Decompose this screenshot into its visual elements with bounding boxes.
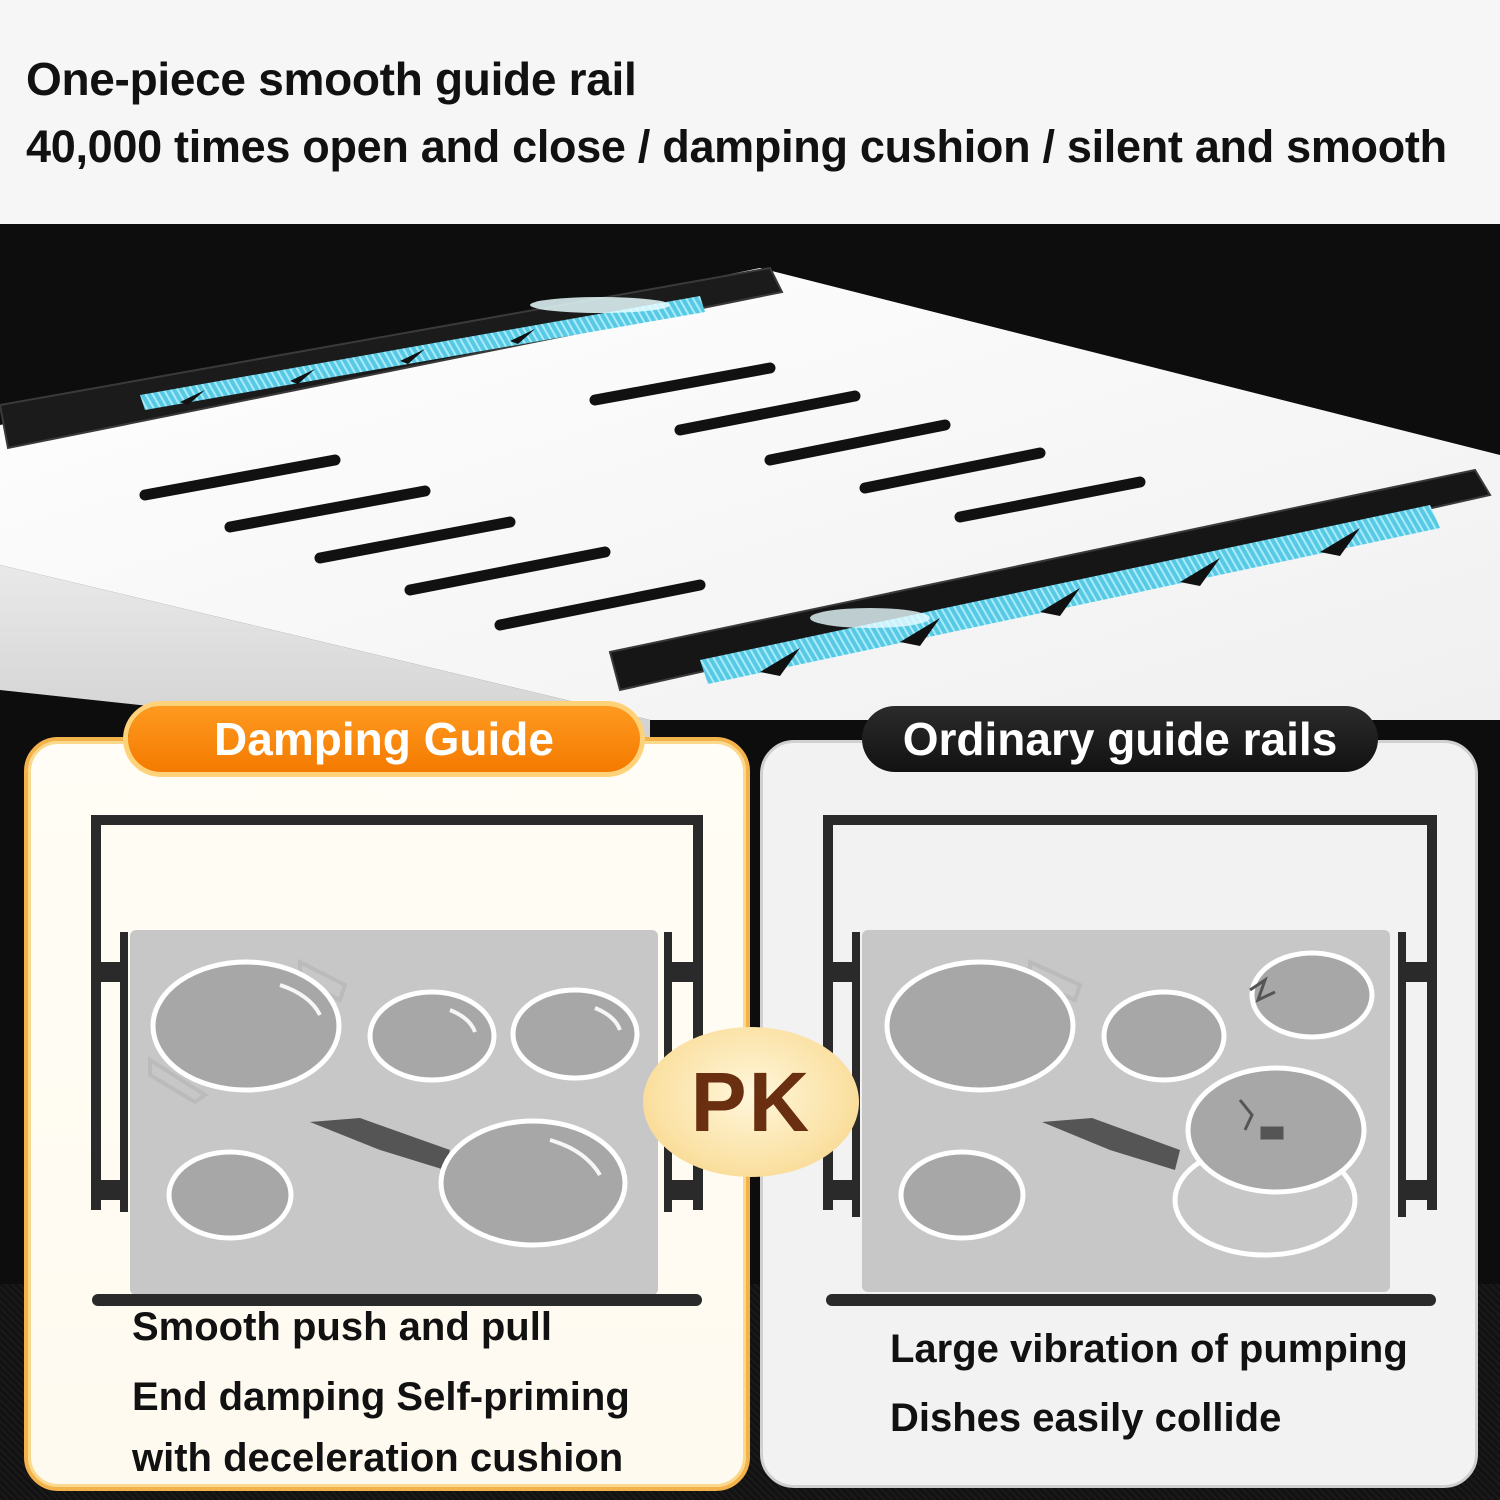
headline-title: One-piece smooth guide rail [26, 53, 637, 105]
header-banner: One-piece smooth guide rail 40,000 times… [0, 0, 1500, 224]
left-caption-1: Smooth push and pull [132, 1305, 552, 1349]
crack-marks [1238, 976, 1284, 1140]
right-caption-2: Dishes easily collide [890, 1396, 1282, 1440]
board-top [0, 268, 1500, 720]
left-caption-2: End damping Self-priming [132, 1375, 630, 1419]
left-caption-3: with deceleration cushion [132, 1436, 624, 1480]
pk-badge: PK [643, 1027, 859, 1177]
left-drawer-diagram [91, 815, 703, 1306]
board-slots [139, 362, 1146, 631]
right-drawer-diagram [823, 815, 1437, 1306]
damping-guide-label: Damping Guide [128, 706, 640, 772]
right-dishes [884, 950, 1375, 1258]
right-caption-1: Large vibration of pumping [890, 1327, 1408, 1371]
front-guide-rail [608, 468, 1492, 692]
back-guide-rail [0, 266, 784, 450]
headline-features: 40,000 times open and close / damping cu… [26, 121, 1447, 172]
ordinary-rails-label: Ordinary guide rails [862, 706, 1378, 772]
